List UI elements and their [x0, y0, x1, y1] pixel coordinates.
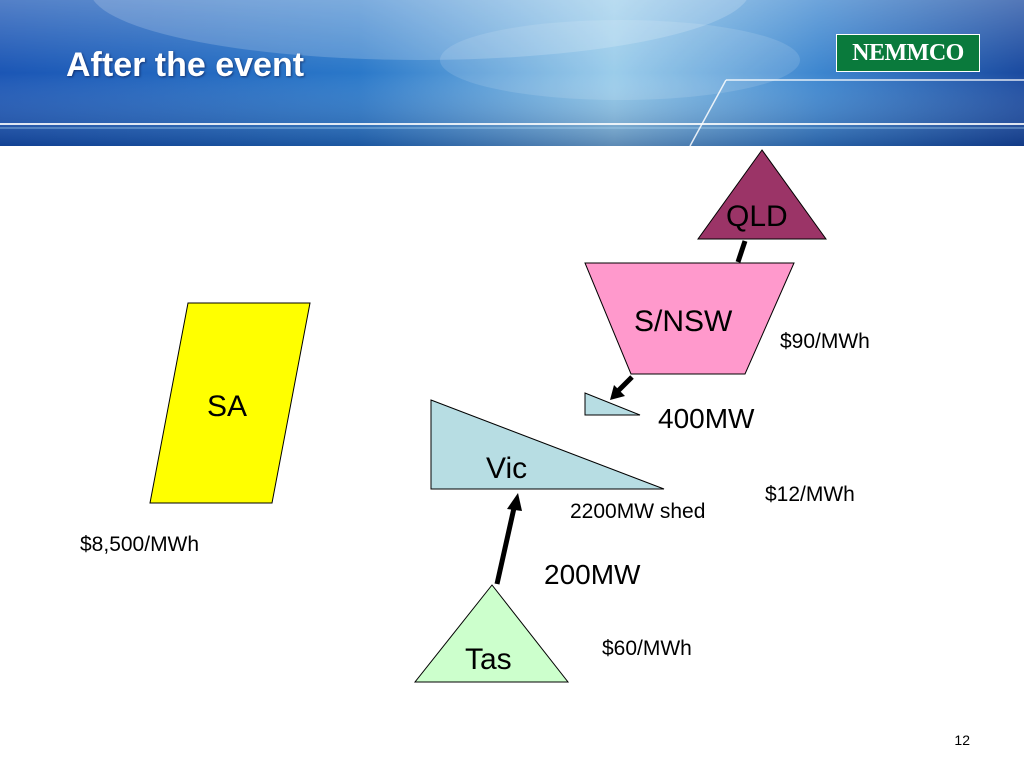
vic-price: $12/MWh — [765, 483, 855, 506]
nsw-label: S/NSW — [634, 305, 733, 338]
tas-vic-arrowhead — [507, 493, 522, 511]
tas-vic-link — [494, 507, 517, 585]
tas-price: $60/MWh — [602, 637, 692, 660]
qld-label: QLD — [726, 200, 788, 233]
sa-region-shape — [149, 302, 311, 504]
tas-region-shape — [413, 584, 570, 683]
qld-region-shape — [697, 149, 827, 240]
page-title: After the event — [66, 46, 305, 84]
nsw-price: $90/MWh — [780, 330, 870, 353]
vic-region-shape — [430, 399, 665, 490]
tas-vic-flow: 200MW — [544, 559, 641, 590]
nsw-region-shape — [584, 262, 795, 375]
header-banner: After the event NEMMCO — [0, 0, 1024, 146]
sa-label: SA — [207, 390, 248, 423]
vic-small-triangle — [584, 392, 641, 416]
nsw-vic-link — [616, 375, 634, 393]
nsw-vic-arrowhead — [610, 385, 625, 400]
tas-label: Tas — [465, 643, 512, 676]
vic-shed-note: 2200MW shed — [570, 500, 706, 523]
header-background — [0, 0, 1024, 146]
page-number: 12 — [954, 732, 970, 748]
vic-label: Vic — [486, 452, 528, 485]
qld-nsw-link — [735, 240, 748, 263]
nemmco-logo: NEMMCO — [836, 34, 980, 72]
nsw-vic-flow: 400MW — [658, 403, 755, 434]
sa-price: $8,500/MWh — [80, 533, 200, 556]
